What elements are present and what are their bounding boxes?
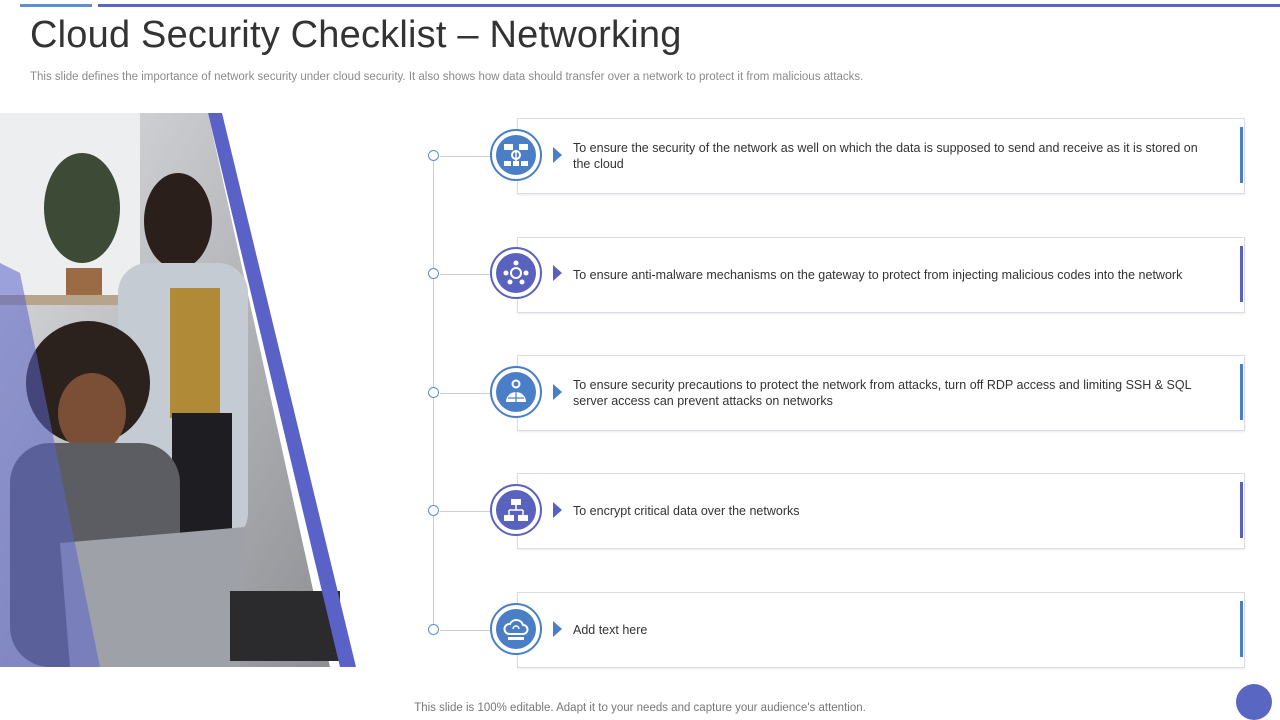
users-network-icon (496, 253, 536, 293)
page-subtitle: This slide defines the importance of net… (30, 71, 864, 83)
cloud-sync-icon (496, 609, 536, 649)
checklist-item-text: To ensure the security of the network as… (573, 141, 1198, 171)
footer-note: This slide is 100% editable. Adapt it to… (0, 702, 1280, 714)
team-photo (0, 113, 356, 667)
top-accent-bar-short (20, 4, 92, 7)
item-icon-ring (490, 129, 542, 181)
footer-text: This slide is 100% editable. Adapt it to… (414, 702, 866, 714)
network-servers-icon (496, 135, 536, 175)
checklist-card: To ensure security precautions to protec… (517, 355, 1245, 431)
timeline-connector (440, 274, 492, 275)
checklist-item-text: Add text here (573, 623, 648, 637)
card-accent-bar (1240, 364, 1243, 420)
card-accent-bar (1240, 246, 1243, 302)
item-icon-ring (490, 247, 542, 299)
timeline-node (428, 624, 439, 635)
item-icon-ring (490, 603, 542, 655)
top-accent-bar-long (98, 4, 1280, 7)
pointer-arrow-icon (553, 621, 562, 637)
pointer-arrow-icon (553, 265, 562, 281)
checklist-card: To encrypt critical data over the networ… (517, 473, 1245, 549)
pointer-arrow-icon (553, 502, 562, 518)
pointer-arrow-icon (553, 147, 562, 163)
timeline-node (428, 150, 439, 161)
hierarchy-icon (496, 490, 536, 530)
timeline-connector (440, 156, 492, 157)
timeline-node (428, 387, 439, 398)
page-title: Cloud Security Checklist – Networking (30, 14, 682, 56)
pointer-arrow-icon (553, 384, 562, 400)
checklist-card: To ensure the security of the network as… (517, 118, 1245, 194)
timeline-node (428, 505, 439, 516)
checklist-card: Add text here (517, 592, 1245, 668)
timeline-connector (440, 393, 492, 394)
timeline-connector (440, 630, 492, 631)
checklist-item-text: To ensure security precautions to protec… (573, 378, 1192, 408)
timeline-node (428, 268, 439, 279)
timeline-connector (440, 511, 492, 512)
card-accent-bar (1240, 127, 1243, 183)
card-accent-bar (1240, 601, 1243, 657)
checklist-card: To ensure anti-malware mechanisms on the… (517, 237, 1245, 313)
card-accent-bar (1240, 482, 1243, 538)
checklist-item-text: To encrypt critical data over the networ… (573, 504, 800, 518)
corner-decoration (1236, 684, 1272, 720)
globe-gear-icon (496, 372, 536, 412)
item-icon-ring (490, 484, 542, 536)
item-icon-ring (490, 366, 542, 418)
checklist-item-text: To ensure anti-malware mechanisms on the… (573, 268, 1183, 282)
